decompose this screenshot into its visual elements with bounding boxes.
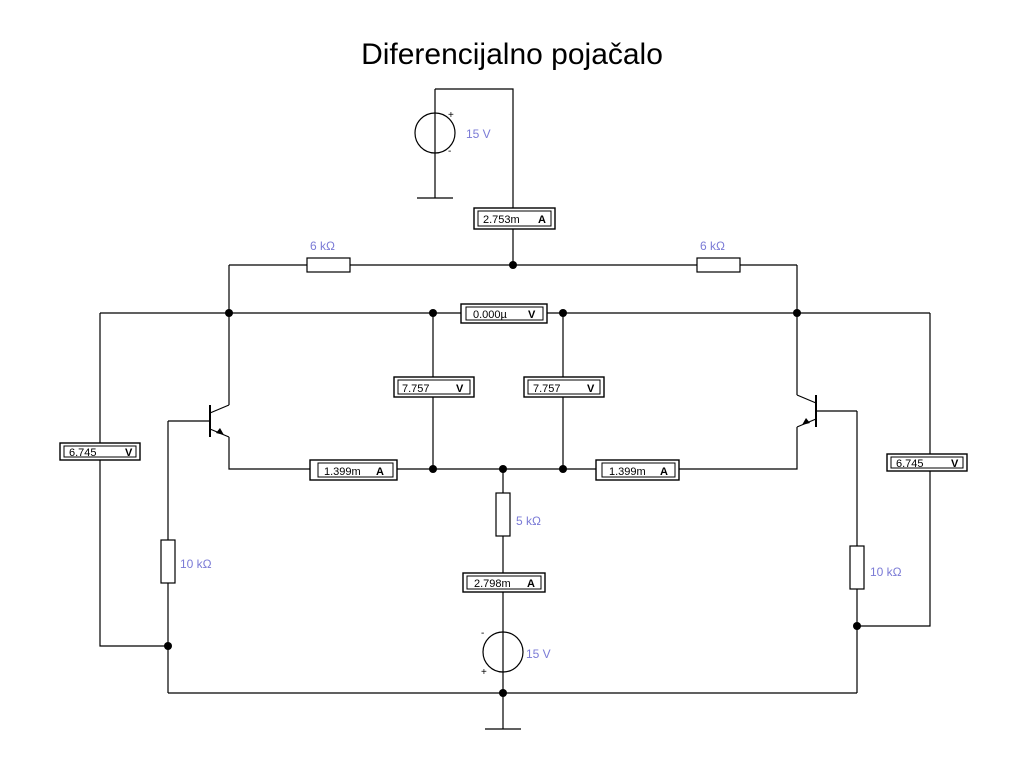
resistor-re: 5 kΩ [495, 492, 541, 537]
meter-unit: V [528, 309, 536, 321]
voltmeter-collector-left: 7.757 V [393, 376, 475, 398]
meter-unit: A [538, 214, 546, 226]
meter-value: 1.399m [609, 466, 646, 478]
meter-unit: V [456, 383, 464, 395]
meter-value: 0.000µ [473, 309, 508, 321]
meter-unit: V [951, 458, 959, 470]
transistor-right [796, 394, 817, 428]
voltmeter-base-left: 6.745 V [59, 442, 141, 461]
ammeter-tail: 2.798m A [462, 572, 546, 593]
voltage-source-top: + - 15 V [414, 110, 491, 157]
meter-value: 2.753m [483, 214, 520, 226]
meter-value: 6.745 [896, 458, 924, 470]
resistor-label: 10 kΩ [180, 557, 212, 571]
meter-value: 1.399m [324, 466, 361, 478]
wires [99, 88, 931, 730]
source-bottom-value: 15 V [526, 647, 551, 661]
junction-node [559, 465, 567, 473]
ammeter-supply: 2.753m A [473, 207, 556, 230]
resistor-rb-right: 10 kΩ [849, 545, 902, 590]
source-plus-sign: + [448, 110, 454, 121]
junction-node [509, 261, 517, 269]
junction-node [225, 309, 233, 317]
junction-node [559, 309, 567, 317]
emitter-arrow-icon [216, 428, 224, 435]
junction-node [164, 642, 172, 650]
voltmeter-base-right: 6.745 V [886, 453, 968, 472]
meter-unit: A [527, 578, 535, 590]
resistor-rc-left: 6 kΩ [306, 239, 351, 273]
emitter-arrow-icon [802, 418, 810, 425]
resistor-label: 5 kΩ [516, 514, 541, 528]
voltmeter-differential: 0.000µ V [460, 303, 548, 324]
meter-unit: V [125, 447, 133, 459]
resistor-rc-right: 6 kΩ [696, 239, 741, 273]
junction-node [499, 465, 507, 473]
voltmeter-collector-right: 7.757 V [523, 376, 605, 398]
source-minus-sign: - [448, 146, 451, 157]
resistor-rb-left: 10 kΩ [160, 539, 212, 584]
junction-nodes [164, 261, 861, 697]
resistor-label: 6 kΩ [310, 239, 335, 253]
junction-node [793, 309, 801, 317]
meter-value: 6.745 [69, 447, 97, 459]
junction-node [499, 689, 507, 697]
ammeter-emitter-left: 1.399m A [309, 459, 398, 481]
transistor-left [209, 404, 230, 438]
junction-node [853, 622, 861, 630]
junction-node [429, 465, 437, 473]
resistor-label: 10 kΩ [870, 565, 902, 579]
meter-value: 7.757 [533, 383, 561, 395]
source-top-value: 15 V [466, 127, 491, 141]
meter-unit: A [660, 466, 668, 478]
voltage-source-bottom: - + 15 V [481, 628, 551, 678]
meter-unit: V [587, 383, 595, 395]
page-title: Diferencijalno pojačalo [361, 38, 663, 71]
ammeter-emitter-right: 1.399m A [595, 459, 680, 481]
source-minus-sign: - [481, 628, 484, 639]
meter-unit: A [376, 466, 384, 478]
source-plus-sign: + [481, 667, 487, 678]
junction-node [429, 309, 437, 317]
meter-value: 2.798m [474, 578, 511, 590]
resistor-label: 6 kΩ [700, 239, 725, 253]
meter-value: 7.757 [402, 383, 430, 395]
